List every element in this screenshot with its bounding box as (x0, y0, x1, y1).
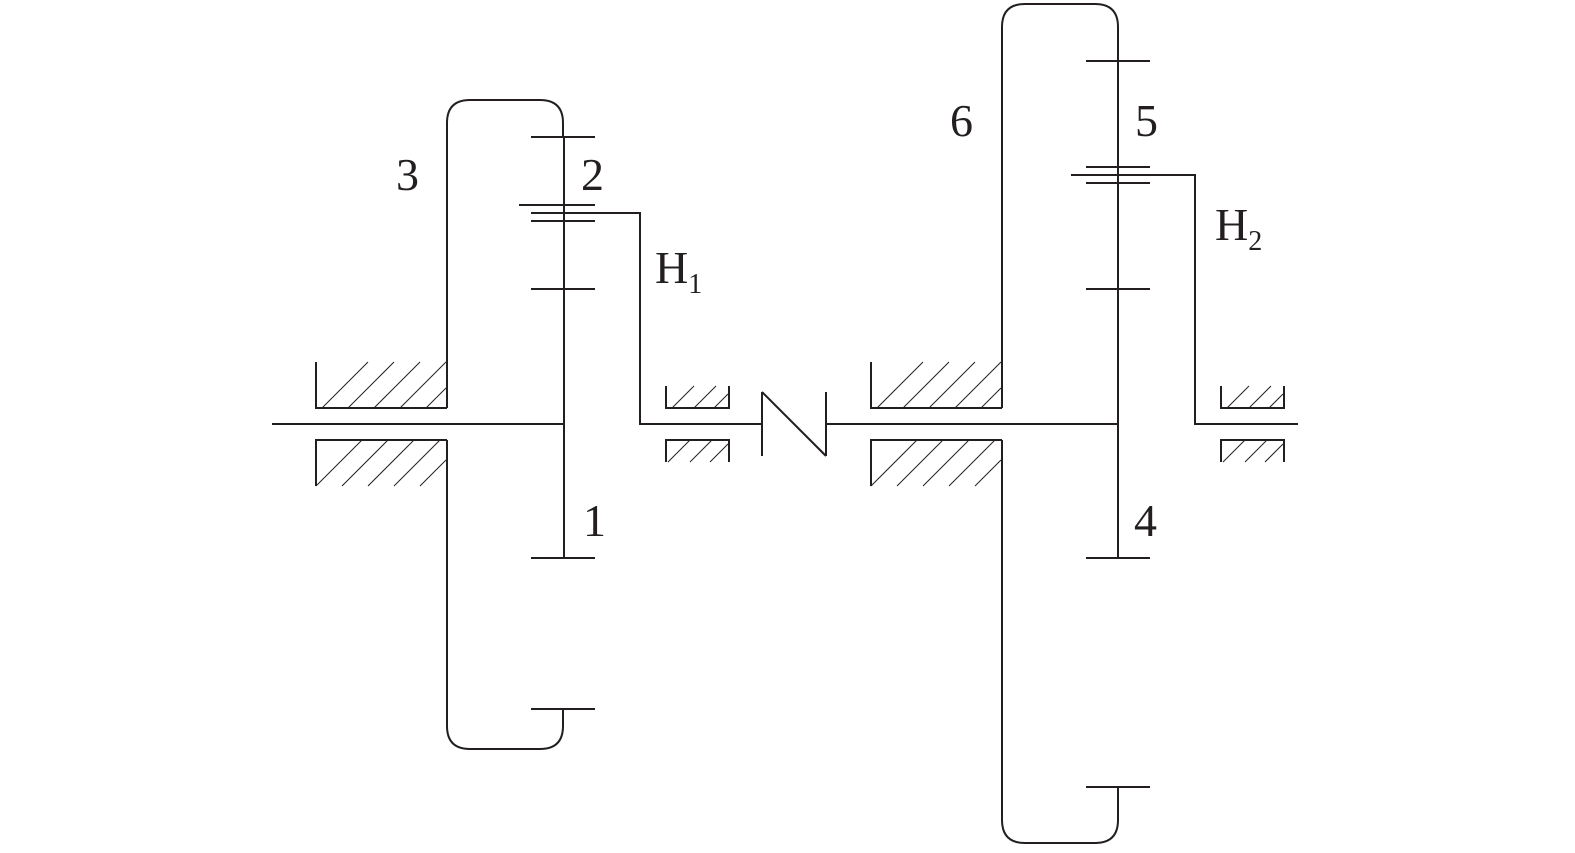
bearing-h2-lower (1220, 439, 1285, 463)
bearing-h1-upper (665, 385, 730, 409)
ground-housing-right-upper (870, 361, 1002, 409)
bearing-h1-lower (665, 439, 730, 463)
label-gear-2: 2 (581, 149, 604, 200)
ring-gear-3-upper (446, 99, 564, 408)
ground-housing-left-upper (315, 361, 447, 409)
right-planetary-stage: 6 5 4 H2 (870, 3, 1298, 844)
ground-housing-left-lower (315, 439, 447, 487)
bearing-h2-upper (1220, 385, 1285, 409)
ring-gear-6-upper (1001, 3, 1119, 408)
coupling (761, 391, 1118, 457)
label-gear-6: 6 (950, 95, 973, 146)
label-gear-5: 5 (1135, 95, 1158, 146)
carrier-h2 (1071, 174, 1298, 425)
label-gear-3: 3 (396, 149, 419, 200)
left-planetary-stage: 3 2 1 H1 (272, 99, 762, 750)
ground-housing-right-lower (870, 439, 1002, 487)
carrier-h1 (531, 212, 762, 425)
label-gear-4: 4 (1134, 495, 1157, 546)
label-carrier-h2: H2 (1215, 199, 1262, 257)
ring-gear-3-lower (446, 440, 564, 750)
ring-gear-6-lower (1001, 440, 1119, 844)
label-carrier-h1: H1 (655, 242, 702, 300)
label-gear-1: 1 (583, 495, 606, 546)
